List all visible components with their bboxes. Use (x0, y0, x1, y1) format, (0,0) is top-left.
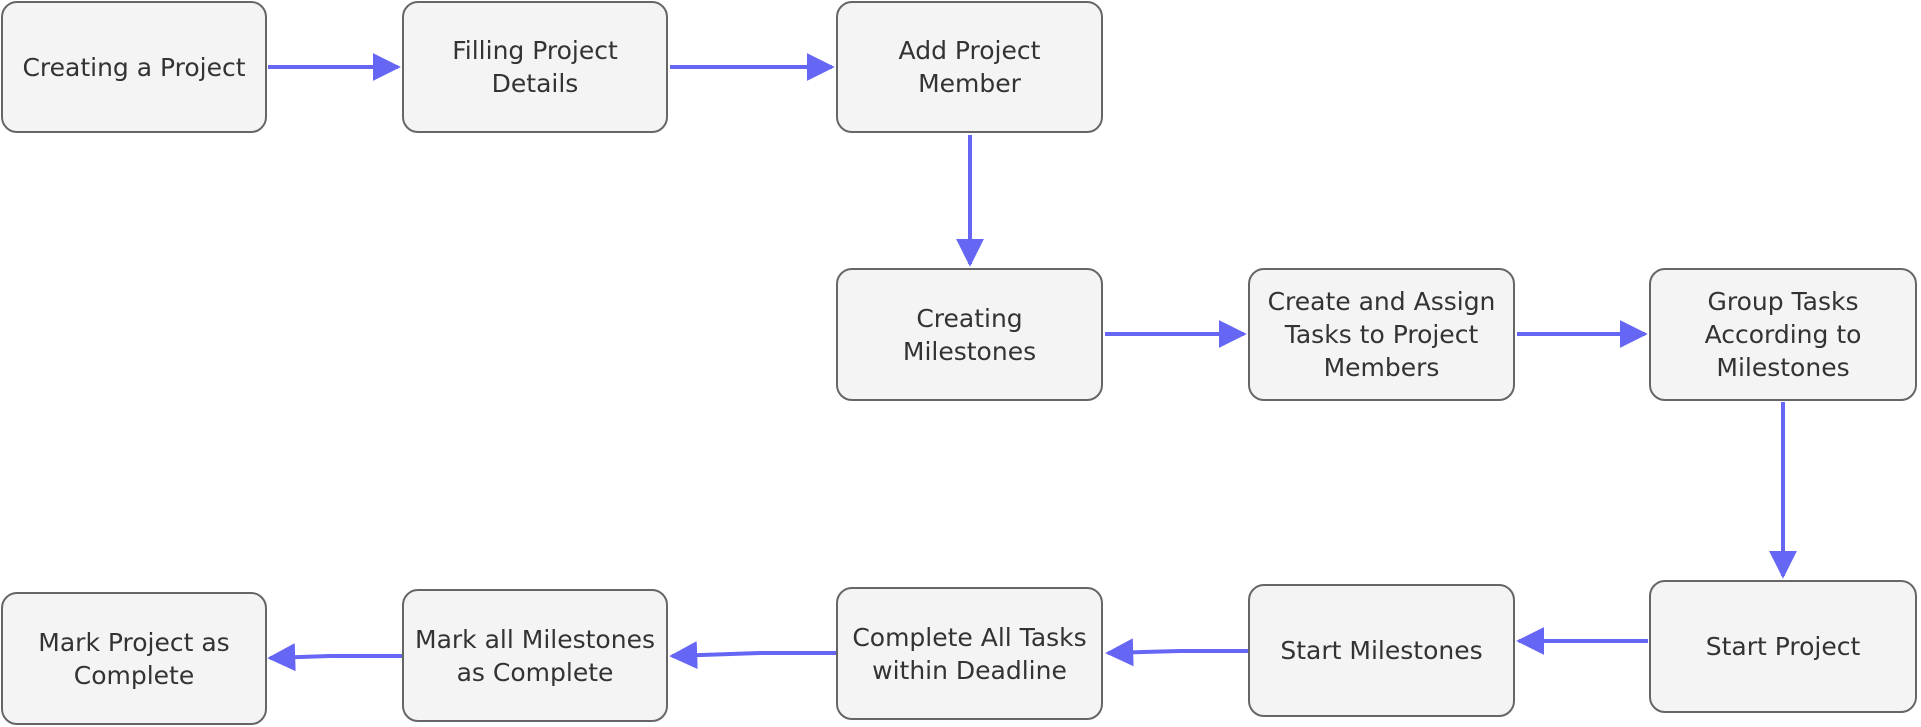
node-start-project[interactable]: Start Project (1649, 580, 1917, 713)
node-start-milestones[interactable]: Start Milestones (1248, 584, 1515, 717)
node-creating-milestones[interactable]: Creating Milestones (836, 268, 1103, 401)
node-complete-all-tasks[interactable]: Complete All Tasks within Deadline (836, 587, 1103, 720)
node-creating-a-project[interactable]: Creating a Project (1, 1, 267, 133)
node-filling-project-details[interactable]: Filling Project Details (402, 1, 668, 133)
node-add-project-member[interactable]: Add Project Member (836, 1, 1103, 133)
node-create-and-assign-tasks[interactable]: Create and Assign Tasks to Project Membe… (1248, 268, 1515, 401)
connector-arrow-n10-n11 (267, 643, 402, 672)
connector-arrow-n8-n9 (1105, 638, 1248, 667)
connector-arrow-n9-n10 (669, 641, 836, 670)
node-group-tasks[interactable]: Group Tasks According to Milestones (1649, 268, 1917, 401)
node-mark-project-complete[interactable]: Mark Project as Complete (1, 592, 267, 725)
node-mark-milestones-complete[interactable]: Mark all Milestones as Complete (402, 589, 668, 722)
